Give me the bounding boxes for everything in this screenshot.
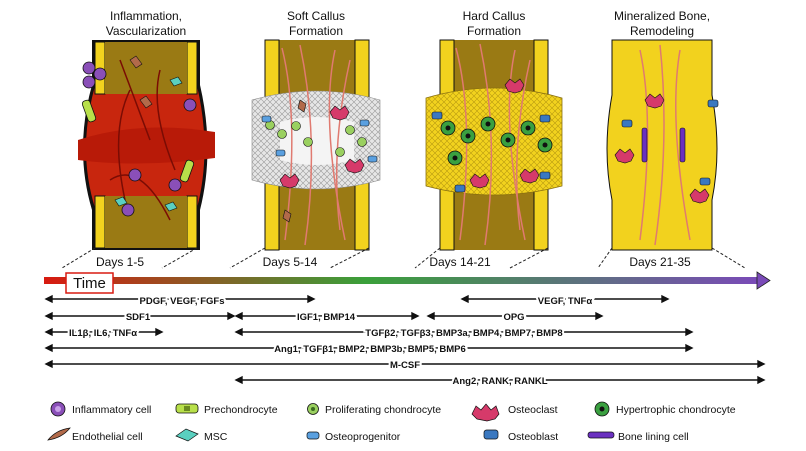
legend-item-msc: MSC bbox=[175, 428, 228, 443]
hypertrophic-chondrocyte-icon bbox=[594, 401, 610, 417]
day-label-stage-2: Days 5-14 bbox=[263, 255, 318, 269]
stage-4-title-line1: Mineralized Bone, bbox=[614, 9, 710, 23]
msc-icon bbox=[175, 428, 199, 442]
osteoclast-icon bbox=[471, 403, 500, 422]
stage-3-title-line1: Hard Callus bbox=[463, 9, 526, 23]
legend-label-endothelial-cell: Endothelial cell bbox=[72, 431, 143, 443]
day-labels: Days 1-5 Days 5-14 Days 14-21 Days 21-35 bbox=[96, 255, 691, 269]
legend-item-endothelial-cell: Endothelial cell bbox=[47, 427, 143, 443]
legend-label-inflammatory-cell: Inflammatory cell bbox=[72, 404, 151, 416]
legend-label-bone-lining-cell: Bone lining cell bbox=[618, 431, 689, 443]
legend-label-osteoprogenitor: Osteoprogenitor bbox=[325, 431, 401, 443]
legend: Inflammatory cell Prechondrocyte Prolife… bbox=[47, 401, 736, 443]
legend-label-proliferating-chondrocyte: Proliferating chondrocyte bbox=[325, 404, 441, 416]
proliferating-chondrocyte-icon bbox=[307, 403, 319, 415]
arrowhead-right-pdgf bbox=[307, 294, 316, 304]
legend-label-hypertrophic-chondrocyte: Hypertrophic chondrocyte bbox=[616, 404, 736, 416]
factor-label-opg: OPG bbox=[503, 312, 524, 323]
stage-4-bone-illustration bbox=[606, 39, 719, 251]
legend-item-osteoprogenitor: Osteoprogenitor bbox=[306, 431, 401, 443]
legend-item-bone-lining-cell: Bone lining cell bbox=[587, 431, 689, 443]
endothelial-cell-icon bbox=[47, 427, 71, 441]
stage-guide-lines bbox=[61, 247, 746, 269]
arrowhead-right-vegf bbox=[661, 294, 670, 304]
osteoblast-icon bbox=[483, 429, 499, 440]
legend-item-prechondrocyte: Prechondrocyte bbox=[175, 403, 278, 416]
stage-2-title-line1: Soft Callus bbox=[287, 9, 345, 23]
timeline: Time bbox=[44, 271, 771, 294]
stage-1-bone-illustration bbox=[78, 40, 215, 250]
day-label-stage-3: Days 14-21 bbox=[429, 255, 491, 269]
stage-1-title-line2: Vascularization bbox=[106, 24, 186, 38]
timeline-arrowhead bbox=[756, 271, 771, 290]
factor-label-ang2: Ang2, RANK, RANKL bbox=[453, 376, 548, 387]
factor-label-sdf1: SDF1 bbox=[126, 312, 151, 323]
legend-item-osteoblast: Osteoblast bbox=[483, 429, 558, 443]
legend-label-msc: MSC bbox=[204, 431, 228, 443]
legend-label-prechondrocyte: Prechondrocyte bbox=[204, 404, 278, 416]
arrowhead-left-pdgf bbox=[44, 294, 53, 304]
inflammatory-cell-icon bbox=[50, 401, 66, 417]
legend-label-osteoblast: Osteoblast bbox=[508, 431, 558, 443]
legend-item-osteoclast: Osteoclast bbox=[471, 403, 558, 422]
stage-2-title-line2: Formation bbox=[289, 24, 343, 38]
factor-label-ang1: Ang1, TGFβ1, BMP2, BMP3b, BMP5, BMP6 bbox=[274, 344, 466, 355]
stage-4-title-line2: Remodeling bbox=[630, 24, 694, 38]
day-label-stage-1: Days 1-5 bbox=[96, 255, 144, 269]
arrowhead-left-vegf bbox=[460, 294, 469, 304]
time-label: Time bbox=[73, 275, 106, 292]
factor-label-mcsf: M-CSF bbox=[390, 360, 420, 371]
factor-label-il1b: IL1β, IL6, TNFα bbox=[69, 328, 137, 339]
factor-labels: PDGF, VEGF, FGFs VEGF, TNFα SDF1 IGF1, B… bbox=[67, 294, 594, 389]
factor-label-igf1: IGF1, BMP14 bbox=[297, 312, 356, 323]
legend-item-hypertrophic-chondrocyte: Hypertrophic chondrocyte bbox=[594, 401, 736, 417]
stage-3-bone-illustration bbox=[425, 39, 563, 251]
time-label-box bbox=[65, 272, 114, 294]
legend-item-proliferating-chondrocyte: Proliferating chondrocyte bbox=[307, 403, 441, 416]
factor-label-vegf: VEGF, TNFα bbox=[538, 296, 593, 307]
factor-label-tgfb2: TGFβ2, TGFβ3, BMP3a, BMP4, BMP7, BMP8 bbox=[365, 328, 562, 339]
prechondrocyte-icon bbox=[175, 403, 199, 414]
osteoprogenitor-icon bbox=[306, 431, 320, 440]
stage-2-bone-illustration bbox=[251, 39, 381, 251]
stage-3-title-line2: Formation bbox=[467, 24, 521, 38]
bone-lining-cell-icon bbox=[587, 431, 615, 439]
stage-1-title-line1: Inflammation, bbox=[110, 9, 182, 23]
stage-titles: Inflammation, Vascularization Soft Callu… bbox=[106, 9, 710, 38]
day-label-stage-4: Days 21-35 bbox=[629, 255, 691, 269]
timeline-gradient-bar bbox=[44, 277, 759, 284]
factor-label-pdgf: PDGF, VEGF, FGFs bbox=[140, 296, 225, 307]
legend-label-osteoclast: Osteoclast bbox=[508, 404, 558, 416]
factor-arrows bbox=[44, 294, 766, 385]
legend-item-inflammatory-cell: Inflammatory cell bbox=[50, 401, 151, 417]
